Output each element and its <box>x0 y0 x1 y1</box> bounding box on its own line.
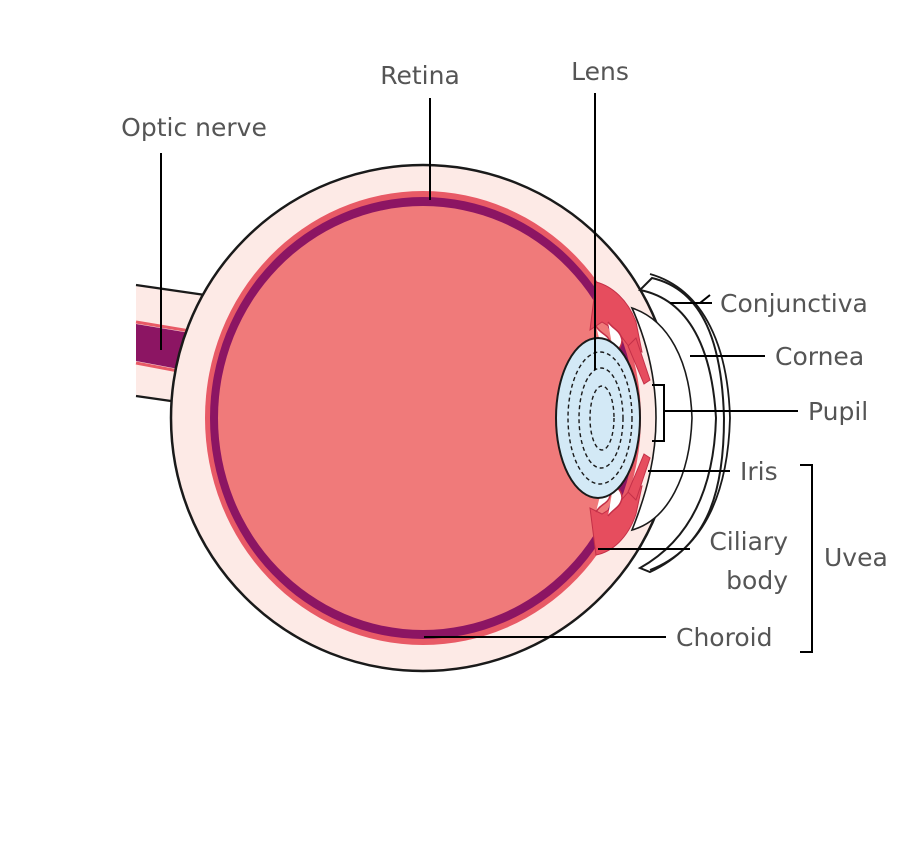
ciliary-body-label-line2: body <box>726 566 788 595</box>
iris-upper <box>627 337 651 385</box>
uvea-bracket <box>800 464 813 653</box>
ciliary-body-label-line1: Ciliary <box>709 527 788 556</box>
lens-nucleus-outer <box>567 351 633 485</box>
choroid-label: Choroid <box>676 623 772 652</box>
lens-nucleus-inner <box>589 385 615 451</box>
iris-label: Iris <box>740 457 778 486</box>
pupil-bracket <box>652 384 665 442</box>
leader-lines <box>160 93 813 653</box>
retina-label: Retina <box>380 61 460 90</box>
conjunctiva <box>649 273 731 571</box>
iris-lower <box>627 453 651 501</box>
uvea-label: Uvea <box>824 543 888 572</box>
lens-capsule <box>555 337 641 499</box>
vitreous-body <box>218 206 628 630</box>
cornea <box>637 276 726 574</box>
labels: Optic nerve Retina Lens Conjunctiva Corn… <box>121 57 888 652</box>
lens-label: Lens <box>571 57 629 86</box>
pupil-label: Pupil <box>808 397 868 426</box>
optic-nerve-label: Optic nerve <box>121 113 267 142</box>
cornea-label: Cornea <box>775 342 864 371</box>
lens <box>555 337 641 499</box>
conjunctiva-label: Conjunctiva <box>720 289 868 318</box>
lens-nucleus-middle <box>578 367 624 469</box>
optic-nerve-outline-top <box>135 283 213 298</box>
anterior-chamber <box>630 306 693 532</box>
